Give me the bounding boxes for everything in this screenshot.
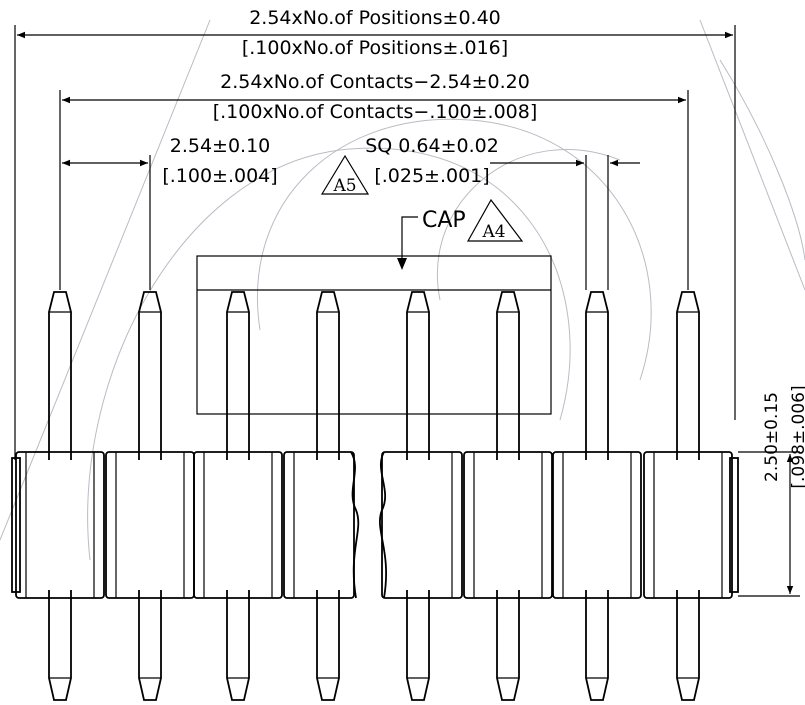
housing-bodies — [11, 451, 739, 599]
housing-segment — [643, 451, 733, 599]
pin — [496, 291, 520, 701]
housing-segment — [463, 451, 553, 599]
extension-lines — [14, 25, 736, 460]
pin — [138, 291, 162, 701]
housing-end-cap — [729, 457, 739, 593]
square-imperial-label: [.025±.001] — [374, 165, 489, 187]
pin — [676, 291, 700, 701]
watermark — [0, 19, 805, 561]
square-metric-label: SQ 0.64±0.02 — [365, 135, 499, 157]
pins — [48, 291, 700, 701]
pin — [406, 291, 430, 701]
housing-segment — [105, 451, 195, 599]
housing-end-cap — [11, 457, 21, 593]
cap-label: CAP — [422, 208, 466, 233]
overall-metric-label: 2.54xNo.of Positions±0.40 — [249, 7, 501, 29]
overall-imperial-label: [.100xNo.of Positions±.016] — [242, 37, 508, 59]
pin — [226, 291, 250, 701]
note-a4-label: A4 — [481, 222, 505, 242]
housing-segment — [15, 451, 105, 599]
pin — [48, 291, 72, 701]
pin — [316, 291, 340, 701]
note-a5-label: A5 — [332, 176, 356, 196]
note-a5-triangle: A5 — [320, 154, 370, 196]
pitch-imperial-label: [.100±.004] — [162, 165, 277, 187]
pitch-metric-label: 2.54±0.10 — [170, 135, 271, 157]
note-a4-triangle — [466, 198, 524, 242]
cap-body — [196, 255, 552, 415]
cap-callout: CAP A4 — [397, 198, 524, 270]
contacts-imperial-label: [.100xNo.of Contacts−.100±.008] — [213, 101, 538, 123]
housing-segment — [381, 451, 463, 599]
housing-segment — [283, 451, 355, 599]
pin — [585, 291, 609, 701]
break-marks — [350, 451, 387, 599]
housing-segment — [193, 451, 283, 599]
height-imperial-label: [.098±.006] — [789, 385, 805, 488]
contacts-metric-label: 2.54xNo.of Contacts−2.54±0.20 — [220, 71, 530, 93]
housing-segment — [552, 451, 642, 599]
height-metric-label: 2.50±0.15 — [762, 392, 782, 482]
